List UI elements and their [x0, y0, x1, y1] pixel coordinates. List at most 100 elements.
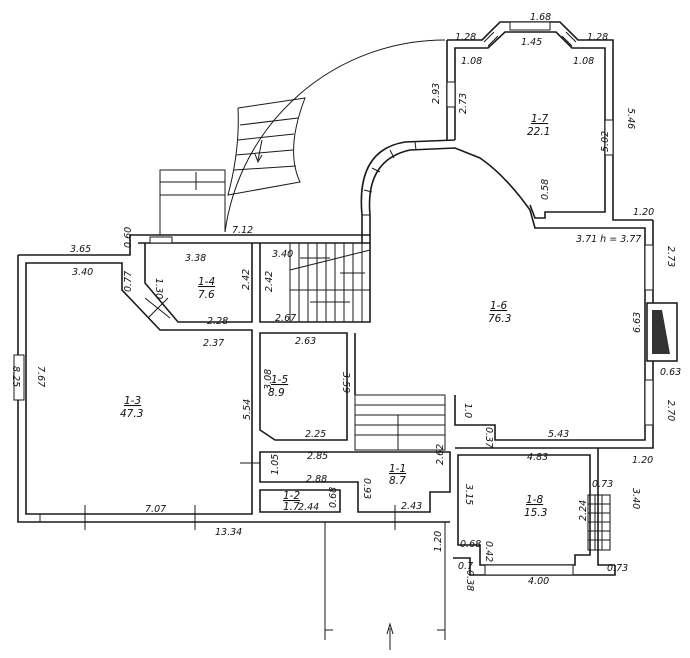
- room-label-1-7: 1-722.1: [527, 113, 550, 138]
- svg-text:0.37: 0.37: [483, 427, 494, 448]
- svg-text:13.34: 13.34: [215, 527, 242, 538]
- svg-text:3.40: 3.40: [630, 488, 641, 509]
- wall-room-1-8: [453, 448, 616, 576]
- window: [446, 81, 456, 108]
- room-label-1-1: 1-18.7: [389, 463, 406, 487]
- svg-text:1-6: 1-6: [490, 300, 507, 312]
- stair-arrow-icon: [195, 139, 263, 190]
- svg-text:2.85: 2.85: [307, 451, 328, 462]
- svg-text:3.15: 3.15: [463, 484, 474, 505]
- wall-stair: [259, 243, 371, 323]
- svg-text:0.68: 0.68: [460, 539, 481, 550]
- porch: [324, 522, 446, 650]
- terrace-arc: [224, 39, 446, 233]
- svg-text:7.12: 7.12: [232, 225, 253, 236]
- svg-text:7.07: 7.07: [145, 504, 166, 515]
- svg-text:1-2: 1-2: [283, 490, 300, 502]
- svg-text:5.43: 5.43: [548, 429, 569, 440]
- fireplace-icon: [646, 302, 678, 362]
- room-label-1-2: 1-21.7: [283, 490, 300, 513]
- svg-text:0.7: 0.7: [458, 561, 473, 572]
- svg-text:5.02: 5.02: [600, 131, 611, 152]
- svg-text:0.77: 0.77: [123, 271, 134, 292]
- svg-text:6.63: 6.63: [632, 312, 643, 333]
- svg-text:2.73: 2.73: [665, 246, 676, 267]
- svg-text:1-3: 1-3: [124, 395, 141, 407]
- svg-text:2.44: 2.44: [298, 502, 319, 513]
- svg-text:4.00: 4.00: [528, 576, 549, 587]
- door-mark: [39, 505, 196, 530]
- svg-text:3.71 h = 3.77: 3.71 h = 3.77: [576, 234, 641, 245]
- svg-text:3.40: 3.40: [272, 249, 293, 260]
- svg-text:3.38: 3.38: [185, 253, 206, 264]
- svg-text:7.6: 7.6: [198, 289, 215, 301]
- svg-text:1.20: 1.20: [632, 455, 653, 466]
- svg-text:3.65: 3.65: [70, 244, 91, 255]
- wall-room-1-3: [17, 235, 450, 523]
- room-label-1-3: 1-347.3: [120, 395, 143, 420]
- room-label-1-6: 1-676.3: [488, 300, 511, 325]
- svg-text:0.68: 0.68: [328, 487, 339, 508]
- svg-text:1.68: 1.68: [530, 12, 551, 23]
- svg-text:0.93: 0.93: [361, 478, 372, 499]
- svg-text:8.7: 8.7: [389, 475, 406, 487]
- svg-text:1.7: 1.7: [283, 501, 300, 513]
- door-mark: [240, 462, 396, 530]
- svg-text:1.45: 1.45: [521, 37, 542, 48]
- svg-text:2.24: 2.24: [578, 500, 589, 521]
- svg-text:3.40: 3.40: [72, 267, 93, 278]
- curved-window: [362, 141, 417, 216]
- svg-text:0.73: 0.73: [592, 479, 613, 490]
- svg-text:1.20: 1.20: [433, 531, 444, 552]
- svg-text:1-1: 1-1: [389, 463, 406, 475]
- svg-text:5.46: 5.46: [625, 108, 636, 129]
- svg-text:2.43: 2.43: [401, 501, 422, 512]
- svg-text:47.3: 47.3: [120, 408, 143, 420]
- svg-text:8.25: 8.25: [10, 366, 21, 387]
- svg-text:2.93: 2.93: [431, 83, 442, 104]
- room-label-1-4: 1-47.6: [198, 276, 215, 301]
- svg-text:2.28: 2.28: [207, 316, 228, 327]
- curved-exterior-stair: [227, 97, 306, 196]
- svg-text:2.25: 2.25: [305, 429, 326, 440]
- svg-text:1.20: 1.20: [633, 207, 654, 218]
- bay-window: [483, 31, 577, 47]
- exterior-stair: [159, 169, 226, 235]
- svg-text:3.59: 3.59: [340, 372, 351, 393]
- svg-text:1-5: 1-5: [271, 374, 288, 386]
- svg-text:15.3: 15.3: [524, 507, 547, 519]
- svg-text:22.1: 22.1: [527, 126, 550, 138]
- svg-text:2.70: 2.70: [665, 400, 676, 421]
- window: [604, 119, 614, 156]
- window: [644, 244, 654, 291]
- window: [509, 21, 551, 31]
- svg-text:1.08: 1.08: [461, 56, 482, 67]
- interior-stair: [289, 243, 371, 322]
- svg-text:1.0: 1.0: [462, 403, 473, 418]
- svg-text:2.73: 2.73: [458, 93, 469, 114]
- svg-text:2.62: 2.62: [435, 444, 446, 465]
- svg-text:1.28: 1.28: [455, 32, 476, 43]
- svg-text:5.54: 5.54: [242, 399, 253, 420]
- svg-text:0.63: 0.63: [660, 367, 681, 378]
- svg-text:2.37: 2.37: [203, 338, 224, 349]
- wall-room-1-2: [259, 489, 341, 513]
- radiator-grid-icon: [587, 494, 611, 551]
- svg-text:0.42: 0.42: [483, 541, 494, 562]
- wall-room-1-1: [259, 451, 451, 513]
- svg-text:2.42: 2.42: [241, 269, 252, 290]
- svg-text:0.60: 0.60: [123, 227, 134, 248]
- window: [644, 379, 654, 426]
- wall-room-1-4: [144, 243, 253, 323]
- dimension-labels: 3.65 0.60 3.40 0.77 1.30 3.38 2.42 7.12 …: [10, 12, 681, 591]
- wall-room-1-6: [360, 139, 654, 449]
- door-mark: [144, 297, 171, 319]
- window: [484, 564, 574, 576]
- window: [149, 236, 173, 244]
- svg-text:0.73: 0.73: [607, 563, 628, 574]
- svg-text:1-8: 1-8: [526, 494, 543, 506]
- wall-top: [130, 234, 370, 244]
- svg-text:1.08: 1.08: [573, 56, 594, 67]
- window: [13, 354, 25, 401]
